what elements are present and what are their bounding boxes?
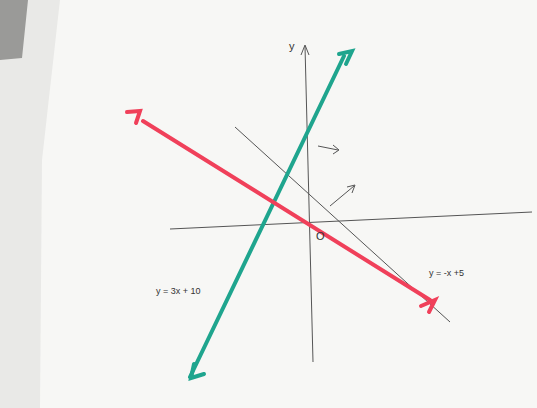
green-pen-mark bbox=[339, 51, 352, 64]
equation-label: y = -x +5 bbox=[428, 268, 465, 279]
direction-arrowhead bbox=[333, 145, 339, 154]
paper-sheet-top bbox=[40, 0, 537, 408]
green-pen-mark bbox=[191, 364, 204, 378]
direction-arrowhead bbox=[347, 185, 355, 193]
direction-arrow bbox=[330, 186, 354, 206]
red-pen-mark bbox=[127, 111, 140, 123]
y-axis-arrow bbox=[301, 45, 309, 55]
line-y-3x-10 bbox=[190, 56, 344, 377]
axis-label: y bbox=[288, 40, 296, 52]
origin-label: O bbox=[315, 230, 326, 242]
x-axis bbox=[170, 212, 532, 229]
line-y-neg-x-5 bbox=[143, 121, 430, 300]
equation-label: y = 3x + 10 bbox=[155, 286, 202, 297]
red-pen-mark bbox=[421, 300, 435, 312]
y-axis bbox=[305, 46, 313, 362]
